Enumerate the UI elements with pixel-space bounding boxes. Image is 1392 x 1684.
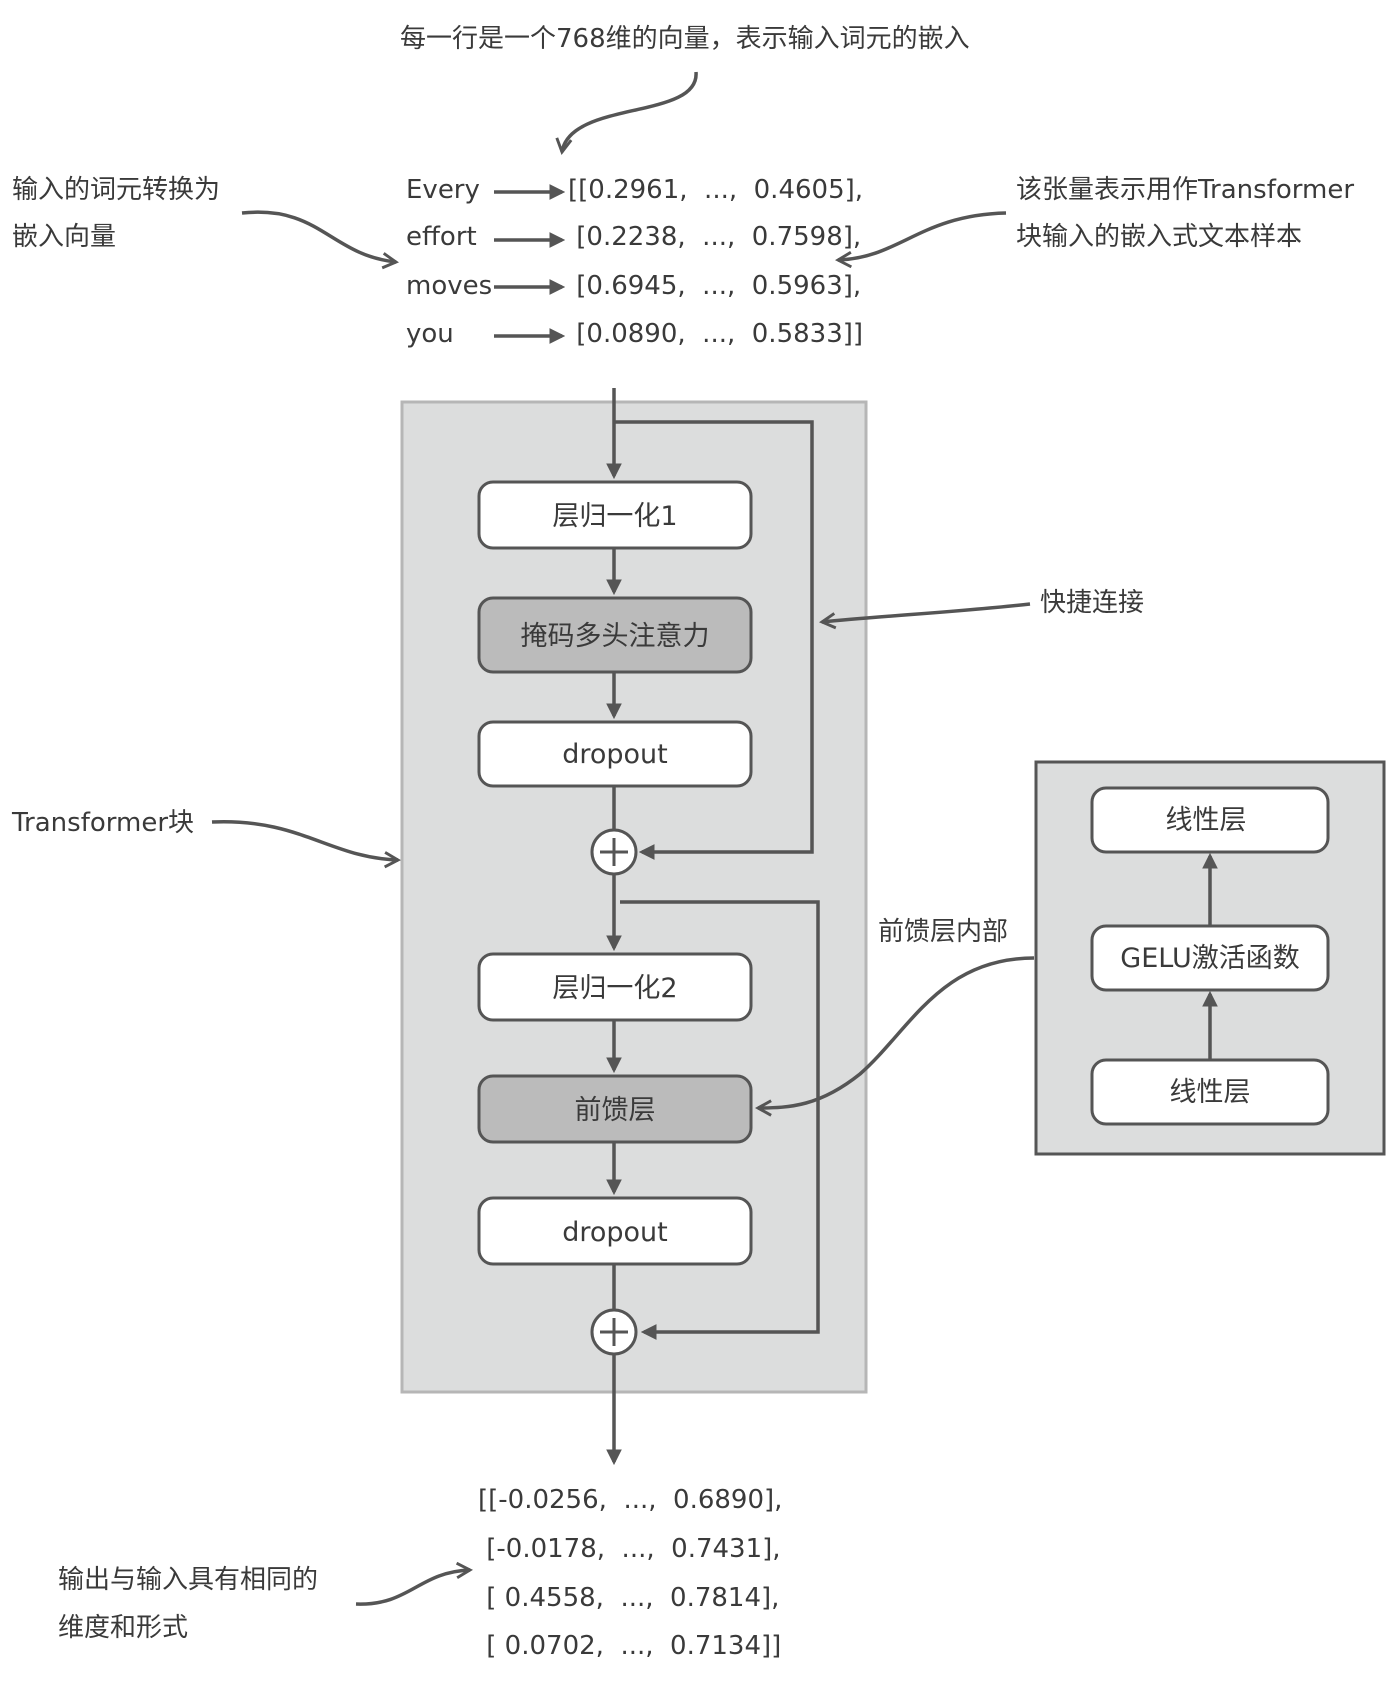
feedforward-label: 前馈层 xyxy=(575,1095,656,1126)
shortcut-connection-2 xyxy=(620,900,820,1340)
layernorm2-label: 层归一化2 xyxy=(552,973,677,1004)
left-note-arrow xyxy=(241,210,396,262)
top-note: 每一行是一个768维的向量，表示输入词元的嵌入 xyxy=(400,24,970,54)
top-note-arrow xyxy=(562,71,698,152)
transformer-block-note: Transformer块 xyxy=(11,808,194,838)
masked-attention-box xyxy=(477,596,753,674)
dropout1-box xyxy=(477,720,753,788)
ff-linear-bottom-label: 线性层 xyxy=(1170,1077,1251,1108)
ff-inside-note-arrow xyxy=(758,956,1035,1108)
token-word: you xyxy=(406,319,454,349)
output-row: [-0.0178, ..., 0.7431], xyxy=(478,1534,781,1564)
output-row: [[-0.0256, ..., 0.6890], xyxy=(478,1485,782,1515)
right-note-line1: 该张量表示用作Transformer xyxy=(1016,175,1354,205)
left-note-line1: 输入的词元转换为 xyxy=(12,175,220,205)
transformer-block-note-arrow xyxy=(211,820,398,860)
output-tensor: [[-0.0256, ..., 0.6890], [-0.0178, ..., … xyxy=(478,1485,782,1661)
output-note-arrow xyxy=(355,1570,470,1606)
output-note-line1: 输出与输入具有相同的 xyxy=(58,1565,318,1595)
feedforward-box xyxy=(477,1074,753,1144)
output-row: [ 0.0702, ..., 0.7134]] xyxy=(478,1631,781,1661)
token-word: Every xyxy=(406,175,480,205)
masked-attention-label: 掩码多头注意力 xyxy=(521,621,710,652)
shortcut-note-arrow xyxy=(822,602,1031,622)
token-vector: [[0.2961, ..., 0.4605], xyxy=(568,175,863,205)
plus-icon xyxy=(600,1318,628,1346)
token-word: moves xyxy=(406,271,492,301)
token-vector: [0.0890, ..., 0.5833]] xyxy=(568,319,863,349)
ff-linear-top-label: 线性层 xyxy=(1166,805,1247,836)
token-word: effort xyxy=(406,222,477,252)
input-token-list: Every effort moves you [[0.2961, ..., 0.… xyxy=(406,175,863,349)
right-note-line2: 块输入的嵌入式文本样本 xyxy=(1016,222,1302,252)
token-vector: [0.2238, ..., 0.7598], xyxy=(568,222,861,252)
layernorm1-box xyxy=(477,480,753,550)
shortcut-note: 快捷连接 xyxy=(1040,588,1144,618)
shortcut-connection-1 xyxy=(614,420,814,860)
left-note-line2: 嵌入向量 xyxy=(12,222,116,252)
ff-gelu-label: GELU激活函数 xyxy=(1120,943,1299,974)
dropout2-label: dropout xyxy=(562,1217,668,1248)
dropout2-box xyxy=(477,1196,753,1266)
right-note-arrow xyxy=(838,211,1007,260)
plus-icon xyxy=(600,838,628,866)
output-row: [ 0.4558, ..., 0.7814], xyxy=(478,1583,779,1613)
layernorm2-box xyxy=(477,952,753,1022)
ff-linear-top-box xyxy=(1090,786,1330,854)
dropout1-label: dropout xyxy=(562,739,668,770)
token-vector: [0.6945, ..., 0.5963], xyxy=(568,271,861,301)
output-note-line2: 维度和形式 xyxy=(58,1613,188,1643)
layernorm1-label: 层归一化1 xyxy=(552,501,677,532)
ff-inside-note: 前馈层内部 xyxy=(878,917,1008,947)
